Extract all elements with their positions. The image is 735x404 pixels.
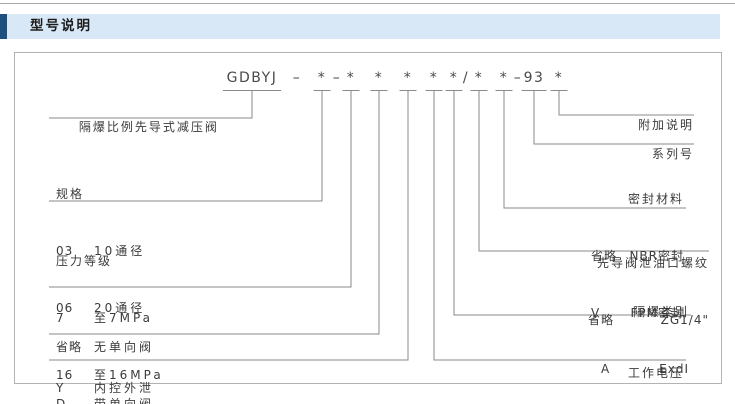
code-part-additional: * bbox=[550, 69, 568, 91]
connector-line bbox=[49, 91, 409, 361]
connector-line bbox=[503, 91, 686, 209]
pilot-drain-thread-title: 先导阀泄油口螺纹 bbox=[596, 256, 709, 270]
connector-line bbox=[558, 91, 694, 116]
connector-line bbox=[433, 91, 686, 361]
code-part-pressure: * bbox=[342, 69, 360, 91]
code-part-explosion-class: * bbox=[445, 69, 463, 91]
connector-line bbox=[478, 91, 709, 252]
code-part-series-number: 93 bbox=[521, 69, 547, 91]
connector-line bbox=[49, 91, 352, 288]
label-valve-name: 隔爆比例先导式减压阀 bbox=[56, 99, 219, 156]
code-part-series-prefix: GDBYJ bbox=[223, 69, 281, 91]
header-accent-block bbox=[0, 14, 7, 39]
code-part-thread: * bbox=[470, 69, 488, 91]
connector-line bbox=[49, 91, 253, 119]
code-separator-dash: – bbox=[332, 70, 342, 86]
label-additional-note: 附加说明 bbox=[615, 97, 694, 154]
code-part-drain: * bbox=[399, 69, 417, 91]
code-part-voltage: * bbox=[425, 69, 443, 91]
connector-lines bbox=[49, 91, 709, 361]
connector-line bbox=[49, 91, 323, 202]
check-valve-option: 省略无单向阀 bbox=[56, 340, 155, 354]
seal-material-title: 密封材料 bbox=[627, 192, 684, 206]
working-voltage-title: 工作电压 bbox=[627, 366, 684, 380]
code-part-seal: * bbox=[495, 69, 513, 91]
code-part-check-valve: * bbox=[370, 69, 388, 91]
size-title: 规格 bbox=[56, 187, 85, 201]
code-separator-dash: – bbox=[513, 70, 523, 86]
code-part-size: * bbox=[313, 69, 331, 91]
code-separator-dash: – bbox=[292, 70, 302, 86]
section-header: 型号说明 bbox=[0, 14, 720, 39]
connector-line bbox=[49, 91, 380, 335]
pressure-grade-title: 压力等级 bbox=[56, 254, 113, 268]
connector-line bbox=[453, 91, 691, 316]
label-working-voltage: 工作电压 D24直流24V bbox=[599, 326, 684, 404]
valve-name-text: 隔爆比例先导式减压阀 bbox=[78, 120, 219, 134]
connector-line bbox=[533, 91, 694, 145]
label-series-number: 系列号 bbox=[629, 126, 694, 183]
section-title: 型号说明 bbox=[30, 18, 92, 34]
additional-note-title: 附加说明 bbox=[637, 118, 694, 132]
top-divider bbox=[0, 3, 735, 4]
model-code-diagram: GDBYJ – * – * * * * * / * * – 93 * 隔爆比例先… bbox=[14, 52, 722, 404]
series-number-title: 系列号 bbox=[651, 147, 694, 161]
explosion-class-title: 隔爆类别 bbox=[632, 305, 689, 319]
code-separator-slash: / bbox=[462, 70, 470, 86]
